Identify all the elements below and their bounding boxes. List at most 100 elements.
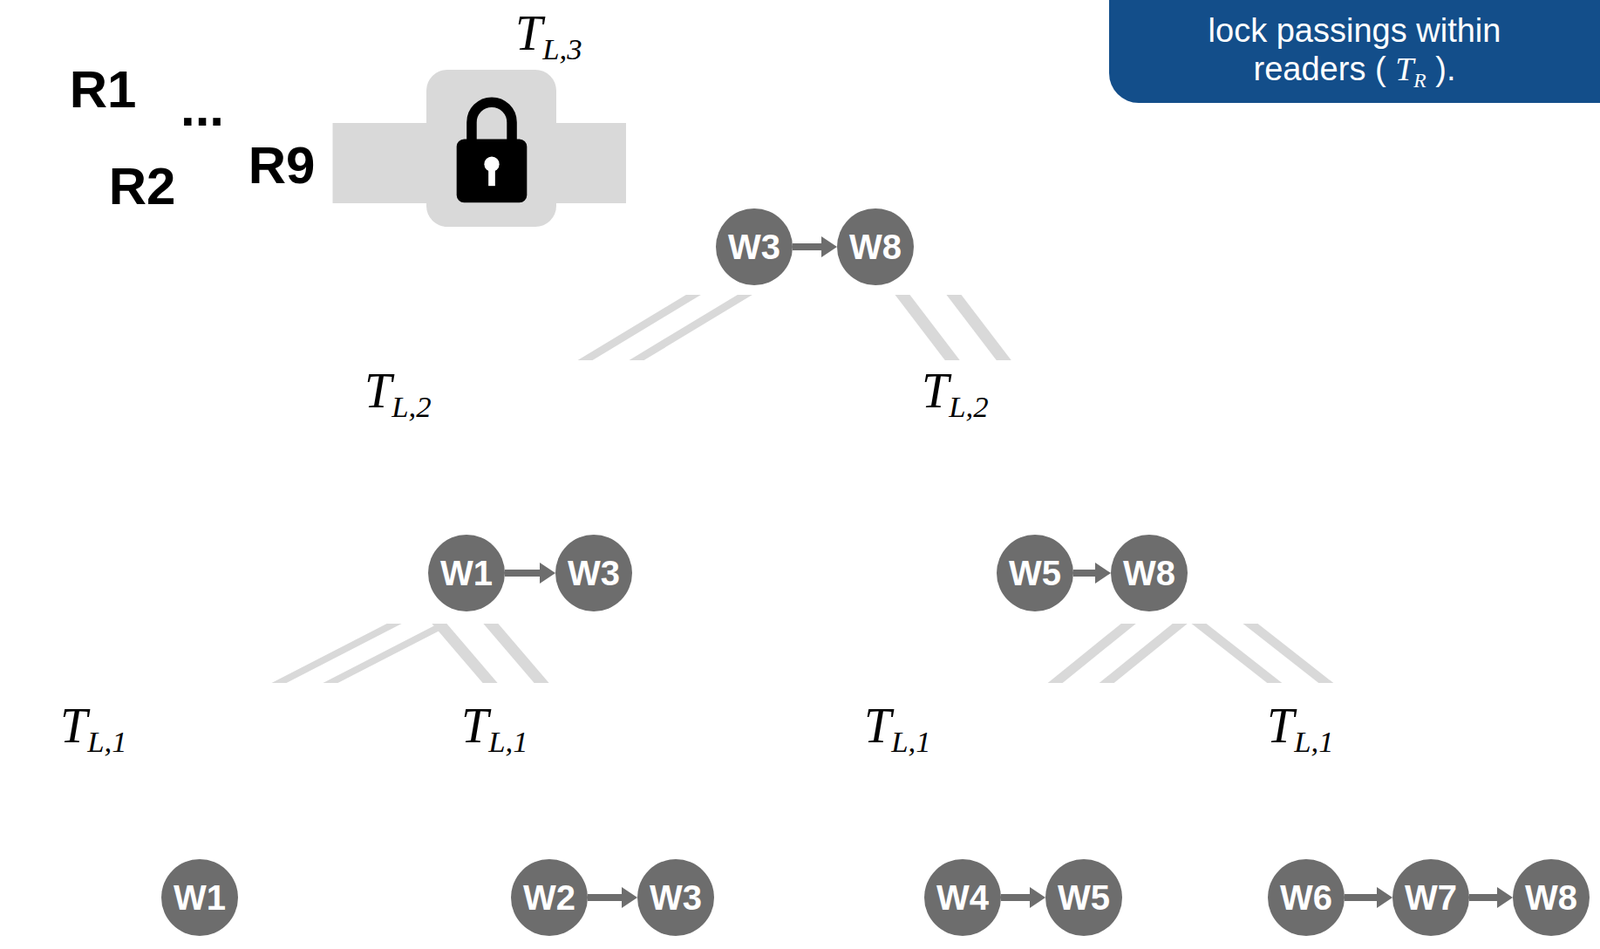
node-label: W1 [173, 879, 226, 915]
node-label: TL,2 [921, 366, 989, 423]
node-label: W5 [1057, 879, 1110, 915]
node-label: R9 [248, 139, 316, 192]
lock-icon [374, 556, 412, 613]
connector [587, 886, 638, 908]
server-board [871, 692, 1185, 858]
lock-icon-shape [377, 564, 409, 608]
math-symbol: T [60, 698, 88, 753]
connector [792, 236, 838, 258]
tree-band-edge [578, 294, 753, 361]
node-label: W3 [649, 879, 702, 915]
node-label: R1 [69, 63, 137, 116]
writer-queue [637, 204, 985, 291]
node-label: W1 [440, 555, 493, 591]
node-label: W6 [1280, 879, 1333, 915]
math-subscript: R [1413, 68, 1426, 91]
arrow-head [821, 236, 838, 258]
connector [1000, 886, 1046, 908]
math-subscript: L,1 [87, 724, 127, 759]
writer-node: W3 [555, 534, 633, 612]
tree-band-edge [271, 623, 453, 683]
server-board [1275, 692, 1590, 858]
connector [1469, 886, 1513, 908]
writer-node: W2 [510, 858, 588, 936]
math-subscript: L,2 [391, 389, 431, 424]
writer-queue [921, 528, 1251, 615]
node-label: TL,1 [461, 701, 529, 758]
lock-frame [426, 69, 557, 227]
node-label: TL,1 [60, 701, 128, 758]
writer-queue [855, 851, 1182, 949]
node-label: W8 [849, 229, 902, 265]
group-ellipse-shape [5, 15, 355, 271]
tree-band [910, 294, 997, 361]
server-rack-shape [810, 35, 965, 220]
node-label: W8 [1525, 879, 1578, 915]
writer-node: W8 [1110, 534, 1188, 612]
server-board-shape [102, 692, 382, 858]
math-subscript: L,1 [488, 724, 528, 759]
math-symbol: T [864, 698, 892, 753]
node-label: W2 [523, 879, 576, 915]
writer-node: W4 [924, 858, 1001, 936]
tree-band-edge [1048, 623, 1188, 683]
tree-band-edge [895, 294, 1012, 361]
tree-band-edge [431, 623, 549, 683]
math-symbol: T [515, 6, 543, 61]
writer-node: W8 [837, 208, 914, 286]
node-label: ... [180, 81, 225, 135]
node-label: W7 [1404, 879, 1458, 915]
server-rack [642, 35, 797, 220]
writer-queue [452, 851, 783, 949]
connector [578, 294, 753, 361]
node-label: TL,3 [515, 8, 583, 66]
lock-icon [853, 894, 891, 947]
arrow-head [1376, 886, 1393, 908]
node-label: W4 [936, 879, 989, 915]
connector [431, 623, 549, 683]
lock-icon [49, 894, 87, 947]
node-label: W8 [1123, 555, 1176, 591]
text-part: ). [1426, 50, 1457, 88]
text-part: lock passings within readers ( [1208, 12, 1502, 88]
writer-node: W1 [428, 534, 505, 612]
tree-band [1206, 623, 1320, 683]
arrow-shaft [792, 243, 822, 251]
tree-band [1062, 623, 1173, 683]
arrow-shaft [1344, 893, 1377, 901]
server-board-shape [905, 692, 1185, 858]
lock-level-box: TL,1W2 W3 [442, 681, 794, 949]
reader-node: R1 [61, 48, 145, 132]
server-rack-shape [1013, 365, 1164, 526]
writer-node: W5 [1045, 858, 1123, 936]
node-label: TL,1 [864, 701, 932, 758]
tree-band [285, 623, 438, 683]
writer-node: W6 [1267, 858, 1345, 936]
box-background [442, 681, 794, 949]
node-label: TL,2 [364, 366, 432, 423]
lock-level-box: TL,1W6W7W8 [1247, 681, 1599, 949]
math-symbol: T [1395, 50, 1414, 88]
box-background [624, 5, 995, 296]
arrow-shaft [587, 893, 622, 901]
lock-icon [456, 102, 528, 203]
writer-node: W7 [1392, 858, 1470, 936]
math-subscript: L,2 [948, 389, 988, 424]
lock-level-box: TL,1W4 W5 [844, 681, 1192, 949]
math-symbol: T [1266, 698, 1294, 753]
reader-node: R9 [240, 124, 324, 208]
connector [271, 623, 453, 683]
writer-node: W3 [715, 208, 793, 286]
connector [1344, 886, 1393, 908]
writer-node: W1 [161, 858, 239, 936]
reader-node: R2 [101, 145, 184, 229]
arrow-shaft [1000, 893, 1030, 901]
callout-box: lock passings within readers ( TR ). [1109, 0, 1600, 103]
lock-icon-shape [453, 900, 484, 945]
lock-level-box: TL,2W1 W3 [357, 359, 705, 625]
reader-group: ... R1R2 R9 [5, 15, 355, 271]
lock-level-box: TL,3W3W8 [624, 5, 995, 296]
